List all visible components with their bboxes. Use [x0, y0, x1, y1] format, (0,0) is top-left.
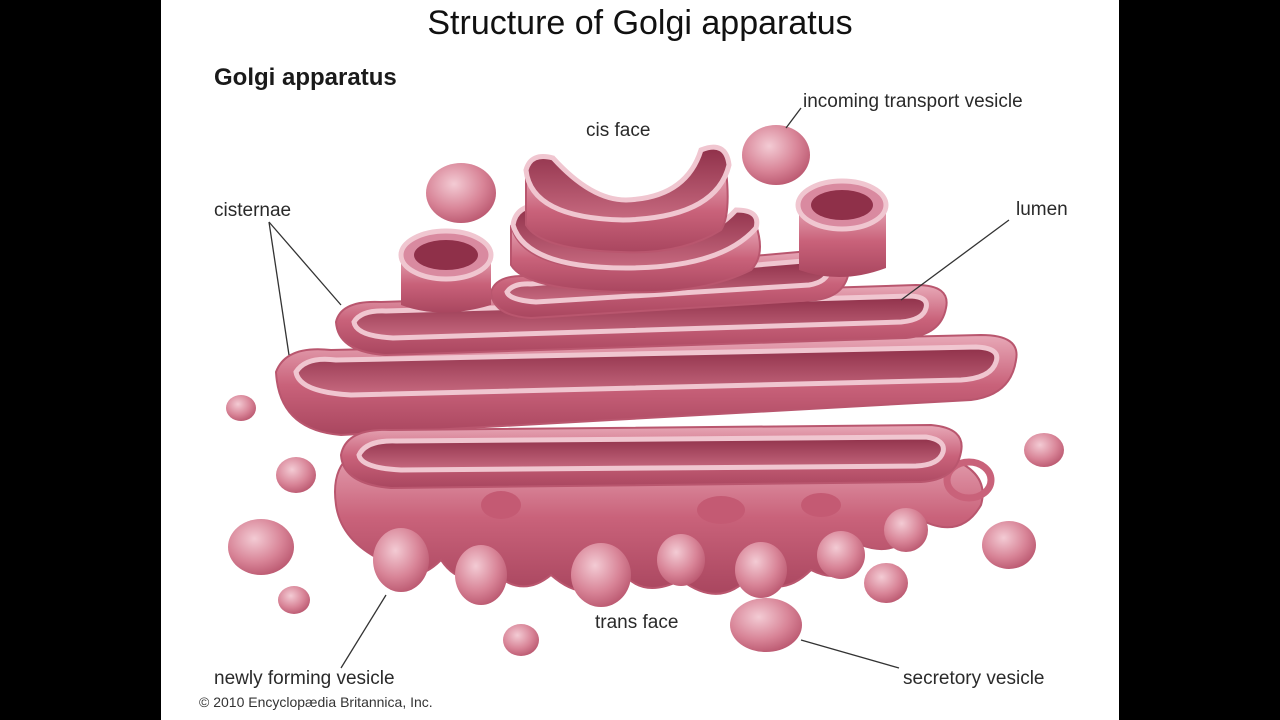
cisterna	[339, 423, 963, 490]
label-secretory-vesicle: secretory vesicle	[903, 668, 1045, 689]
diagram-heading: Golgi apparatus	[214, 64, 397, 91]
slide-title: Structure of Golgi apparatus	[427, 4, 853, 42]
leader-secretory-vesicle	[800, 639, 900, 669]
vesicle	[226, 395, 256, 421]
vesicle	[864, 563, 908, 603]
vesicle	[1024, 433, 1064, 467]
label-lumen: lumen	[1016, 199, 1068, 220]
vesicle	[276, 457, 316, 493]
leader-cisternae-1	[268, 221, 342, 306]
label-newly-forming-vesicle: newly forming vesicle	[214, 668, 395, 689]
slide: Structure of Golgi apparatus Golgi appar…	[161, 0, 1119, 720]
vesicle	[278, 586, 310, 614]
cisterna-tube-left	[398, 228, 494, 313]
label-cisternae: cisternae	[214, 200, 292, 221]
secretory-vesicle	[730, 598, 802, 652]
cisterna-cis	[523, 144, 732, 254]
cisterna	[274, 333, 1018, 437]
leader-cisternae-2	[268, 221, 290, 356]
vesicle	[228, 519, 294, 575]
leader-lumen	[900, 219, 1010, 301]
cisterna-tube-right	[795, 178, 889, 278]
incoming-transport-vesicle	[742, 125, 810, 185]
leader-lines	[268, 107, 1010, 669]
leader-incoming-vesicle	[785, 107, 802, 129]
copyright-notice: © 2010 Encyclopædia Britannica, Inc.	[199, 694, 433, 710]
label-trans-face: trans face	[595, 612, 679, 633]
vesicle	[426, 163, 496, 223]
vesicle	[503, 624, 539, 656]
vesicle	[982, 521, 1036, 569]
label-incoming-transport-vesicle: incoming transport vesicle	[803, 91, 1023, 112]
label-cis-face: cis face	[586, 120, 651, 141]
golgi-illustration	[226, 107, 1064, 669]
vesicles	[226, 125, 1064, 656]
leader-newly-forming-vesicle	[340, 594, 387, 669]
